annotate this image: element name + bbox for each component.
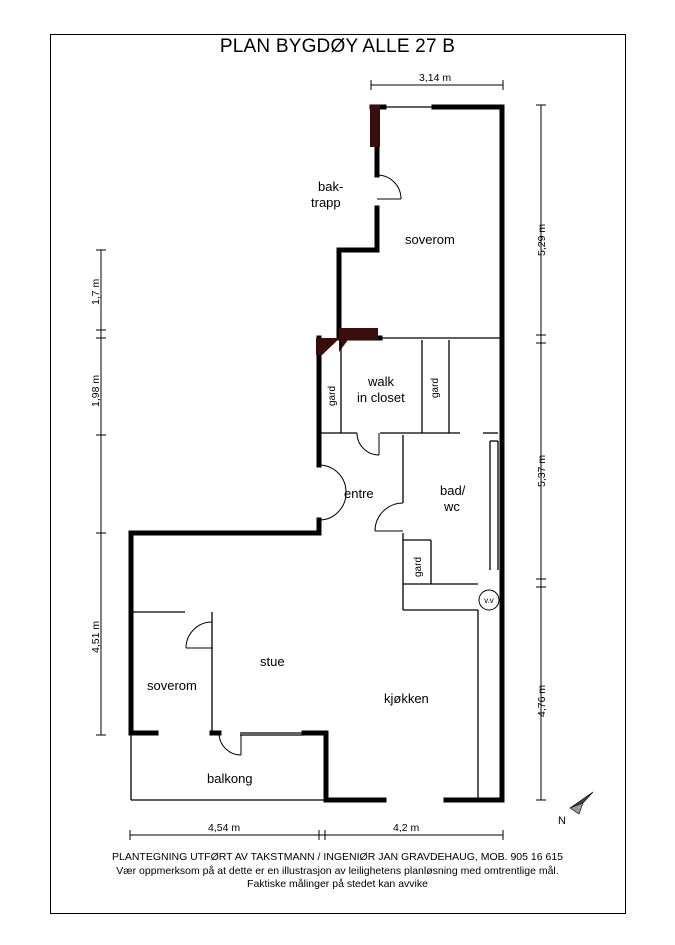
bad-label-2: wc	[443, 499, 460, 514]
vv-label: v.v	[484, 596, 494, 605]
dimension-labels: 3,14 m 5,29 m 5,37 m 4,76 m 1,7 m 1,98 m…	[90, 72, 548, 834]
dim-left-3: 4,51 m	[90, 621, 102, 653]
soverom-left-label: soverom	[147, 678, 197, 693]
dimension-lines	[96, 80, 546, 840]
north-arrow-shade-icon	[569, 802, 584, 815]
gard-left-label: gard	[327, 386, 338, 406]
baktrapp-label-2: trapp	[311, 195, 341, 210]
dim-top: 3,14 m	[419, 72, 451, 84]
dim-left-1: 1,7 m	[90, 278, 102, 305]
walls-thick	[128, 104, 505, 803]
walk-in-closet-label-2: in closet	[357, 390, 405, 405]
room-labels: bak- trapp soverom walk in closet gard g…	[147, 179, 466, 786]
compass-label: N	[558, 815, 566, 827]
bad-label-1: bad/	[440, 483, 466, 498]
baktrapp-label-1: bak-	[318, 179, 343, 194]
water-heater-icon: v.v	[478, 589, 500, 611]
entre-label: entre	[344, 486, 374, 501]
kjokken-label: kjøkken	[384, 691, 429, 706]
balkong-label: balkong	[207, 771, 253, 786]
dim-right-upper: 5,29 m	[536, 224, 548, 256]
compass: N	[558, 791, 594, 827]
soverom-top-label: soverom	[405, 232, 455, 247]
footer-line-1: PLANTEGNING UTFØRT AV TAKSTMANN / INGENI…	[111, 851, 564, 863]
plan-title: PLAN BYGDØY ALLE 27 B	[219, 36, 456, 57]
wall-fills	[316, 105, 380, 355]
gard-right-label: gard	[430, 378, 441, 398]
dim-right-lower: 4,76 m	[536, 685, 548, 717]
sheet-border	[50, 34, 626, 914]
dim-bottom-left: 4,54 m	[208, 822, 240, 834]
footer-line-3: Faktiske målinger på stedet kan avvike	[247, 878, 428, 890]
footer-line-2: Vær oppmerksom på at dette er en illustr…	[116, 865, 559, 877]
stue-label: stue	[260, 654, 285, 669]
gard-bath-label: gard	[413, 557, 424, 577]
walls-thin	[130, 106, 502, 801]
walk-in-closet-label-1: walk	[367, 374, 395, 389]
dim-right-middle: 5,37 m	[536, 455, 548, 487]
dim-left-2: 1,98 m	[90, 375, 102, 407]
doors	[185, 174, 404, 756]
dim-bottom-right: 4,2 m	[393, 822, 420, 834]
